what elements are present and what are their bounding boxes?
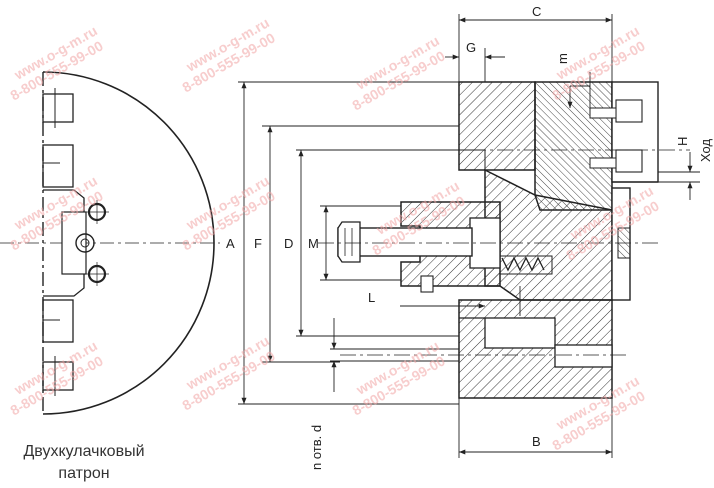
jaw-lower-2 [42, 299, 74, 343]
caption-line-1: Двухкулачковый [23, 443, 144, 460]
jaw-lower-1 [42, 361, 74, 391]
dim-label-F: F [254, 236, 262, 251]
dim-label-D: D [284, 236, 293, 251]
dim-label-B: B [532, 434, 541, 449]
dim-label-C: C [532, 4, 541, 19]
dimension-lines [238, 14, 700, 458]
dim-label-H: H [675, 137, 690, 146]
jaw-section [534, 81, 613, 211]
dim-label-stroke: Ход [698, 139, 713, 162]
section-view [318, 81, 690, 399]
center-screw [75, 233, 95, 253]
front-view [0, 71, 220, 415]
spring [501, 256, 545, 272]
dim-label-G: G [466, 40, 476, 55]
chuck-body-arc [42, 71, 215, 415]
dim-label-holes: n отв. d [309, 425, 324, 470]
jaw-upper-1 [42, 93, 74, 123]
body-upper [458, 81, 536, 171]
dim-label-M: M [308, 236, 319, 251]
dim-label-A: A [226, 236, 235, 251]
jaw-upper-2 [42, 144, 74, 188]
dim-label-L: L [368, 290, 375, 305]
dim-label-m: m [555, 53, 570, 64]
caption-line-2: патрон [58, 465, 109, 482]
